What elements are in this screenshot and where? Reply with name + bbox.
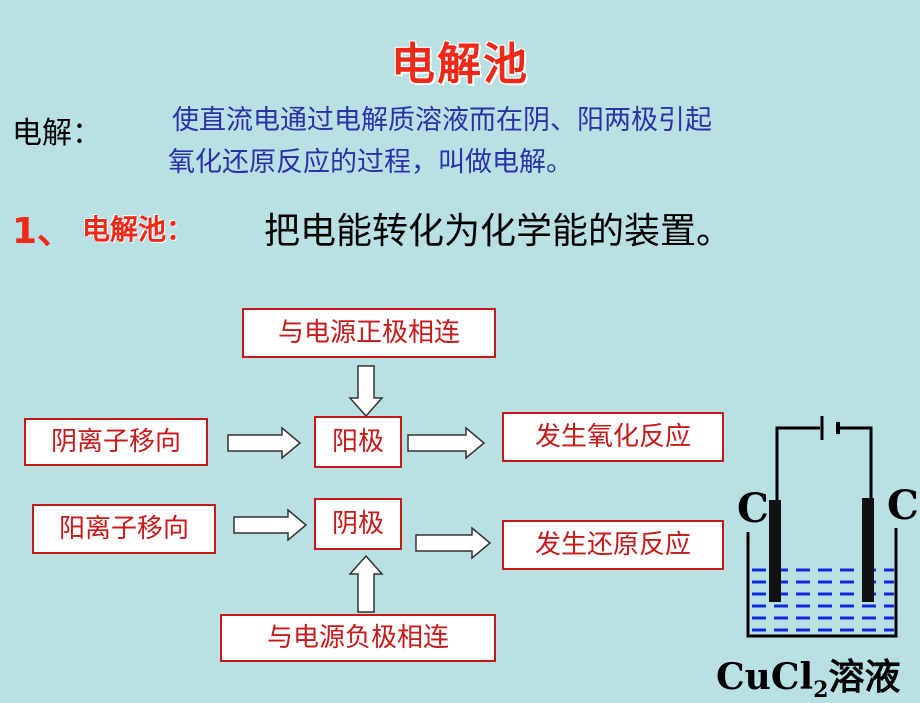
- box-cathode: 阴极: [314, 498, 402, 550]
- box-oxidation: 发生氧化反应: [502, 412, 724, 462]
- solution-word: 溶液: [828, 656, 901, 698]
- box-anode-source: 与电源正极相连: [242, 308, 496, 358]
- definition-text-line-1: 使直流电通过电解质溶液而在阴、阳两极引起: [172, 105, 712, 136]
- wire-left: [775, 426, 820, 520]
- box-anion-move: 阴离子移向: [24, 418, 208, 466]
- definition-label: 电解：: [12, 116, 102, 151]
- beaker: [746, 528, 898, 638]
- box-cathode-source: 与电源负极相连: [220, 614, 496, 662]
- electrode-right: [862, 498, 874, 602]
- electrode-right-label: C: [887, 482, 919, 529]
- arrow-anode-to-oxidation: [407, 426, 486, 460]
- box-anode: 阳极: [314, 416, 402, 468]
- arrow-cathode-to-reduction: [415, 526, 492, 560]
- electrode-left: [769, 500, 781, 602]
- box-cation-move: 阳离子移向: [32, 504, 216, 554]
- box-reduction: 发生还原反应: [502, 520, 724, 570]
- item-definition: 把电能转化为化学能的装置。: [264, 211, 733, 252]
- solution-subscript: 2: [813, 677, 829, 703]
- item-term: 电解池：: [82, 213, 195, 246]
- electrolytic-cell: [746, 416, 898, 638]
- arrow-anion-to-anode: [227, 426, 302, 460]
- page-title: 电解池: [391, 39, 529, 90]
- solution-formula: CuCl: [716, 656, 814, 698]
- electrode-left-label: C: [737, 485, 769, 532]
- arrow-down-to-anode: [348, 365, 384, 418]
- definition-text-line-2: 氧化还原反应的过程，叫做电解。: [168, 147, 573, 178]
- solution-label: CuCl2溶液: [716, 648, 900, 703]
- item-number: 1、: [12, 211, 74, 252]
- arrow-cation-to-cathode: [233, 508, 308, 542]
- arrow-up-to-cathode: [348, 554, 384, 613]
- wire-right: [840, 426, 873, 500]
